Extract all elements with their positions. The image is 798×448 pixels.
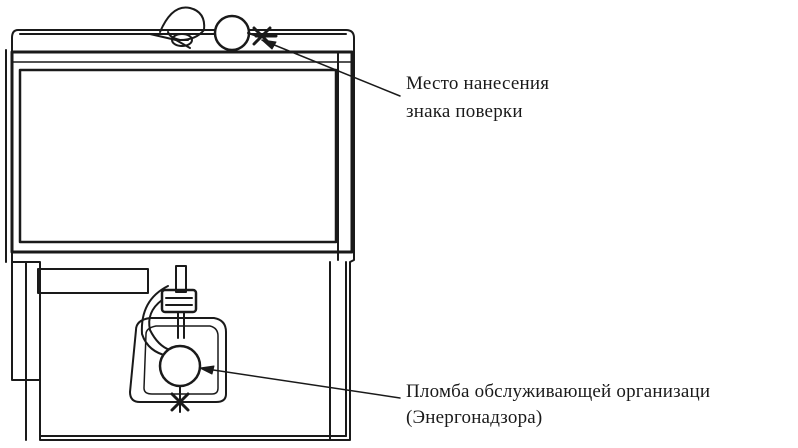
housing-outline: [11, 29, 355, 441]
display-inner-frame: [18, 68, 338, 244]
display-window: [10, 50, 354, 254]
service-seal-circle: [158, 344, 202, 388]
top-wire-loop: [159, 6, 206, 41]
seal-wire-left-loop: [148, 299, 171, 351]
clamp-stripes: [165, 297, 193, 306]
bracket-inner: [143, 325, 219, 395]
service-seal-leader-arrowhead: [199, 365, 215, 375]
seal-wire-left-outer: [140, 285, 169, 357]
housing-lower-left-base: [11, 261, 41, 381]
verification-leader-line: [261, 39, 401, 97]
service-seal-label-line2: (Энергонадзора): [406, 407, 543, 428]
service-seal-label-line1: Пломба обслуживающей организаци: [406, 381, 711, 402]
nameplate-slot: [37, 268, 149, 294]
display-outer-frame: [10, 50, 354, 254]
verification-label-line1: Место нанесения: [406, 73, 550, 94]
bracket-outer: [129, 317, 227, 403]
verification-mark-circle: [213, 14, 251, 52]
service-seal-assembly: [129, 265, 227, 413]
service-seal-leader-line: [199, 367, 401, 399]
clamp-stem: [177, 311, 185, 339]
verification-seal-assembly: [149, 6, 278, 52]
terminal-post: [175, 265, 187, 293]
verification-leader: [261, 39, 401, 97]
verification-leader-arrowhead: [261, 39, 277, 50]
meter-housing: [5, 29, 355, 441]
clamp-body: [160, 288, 198, 314]
top-wire-left: [149, 33, 191, 49]
service-seal-leader: [199, 365, 401, 399]
verification-label-line2: знака поверки: [406, 101, 523, 122]
